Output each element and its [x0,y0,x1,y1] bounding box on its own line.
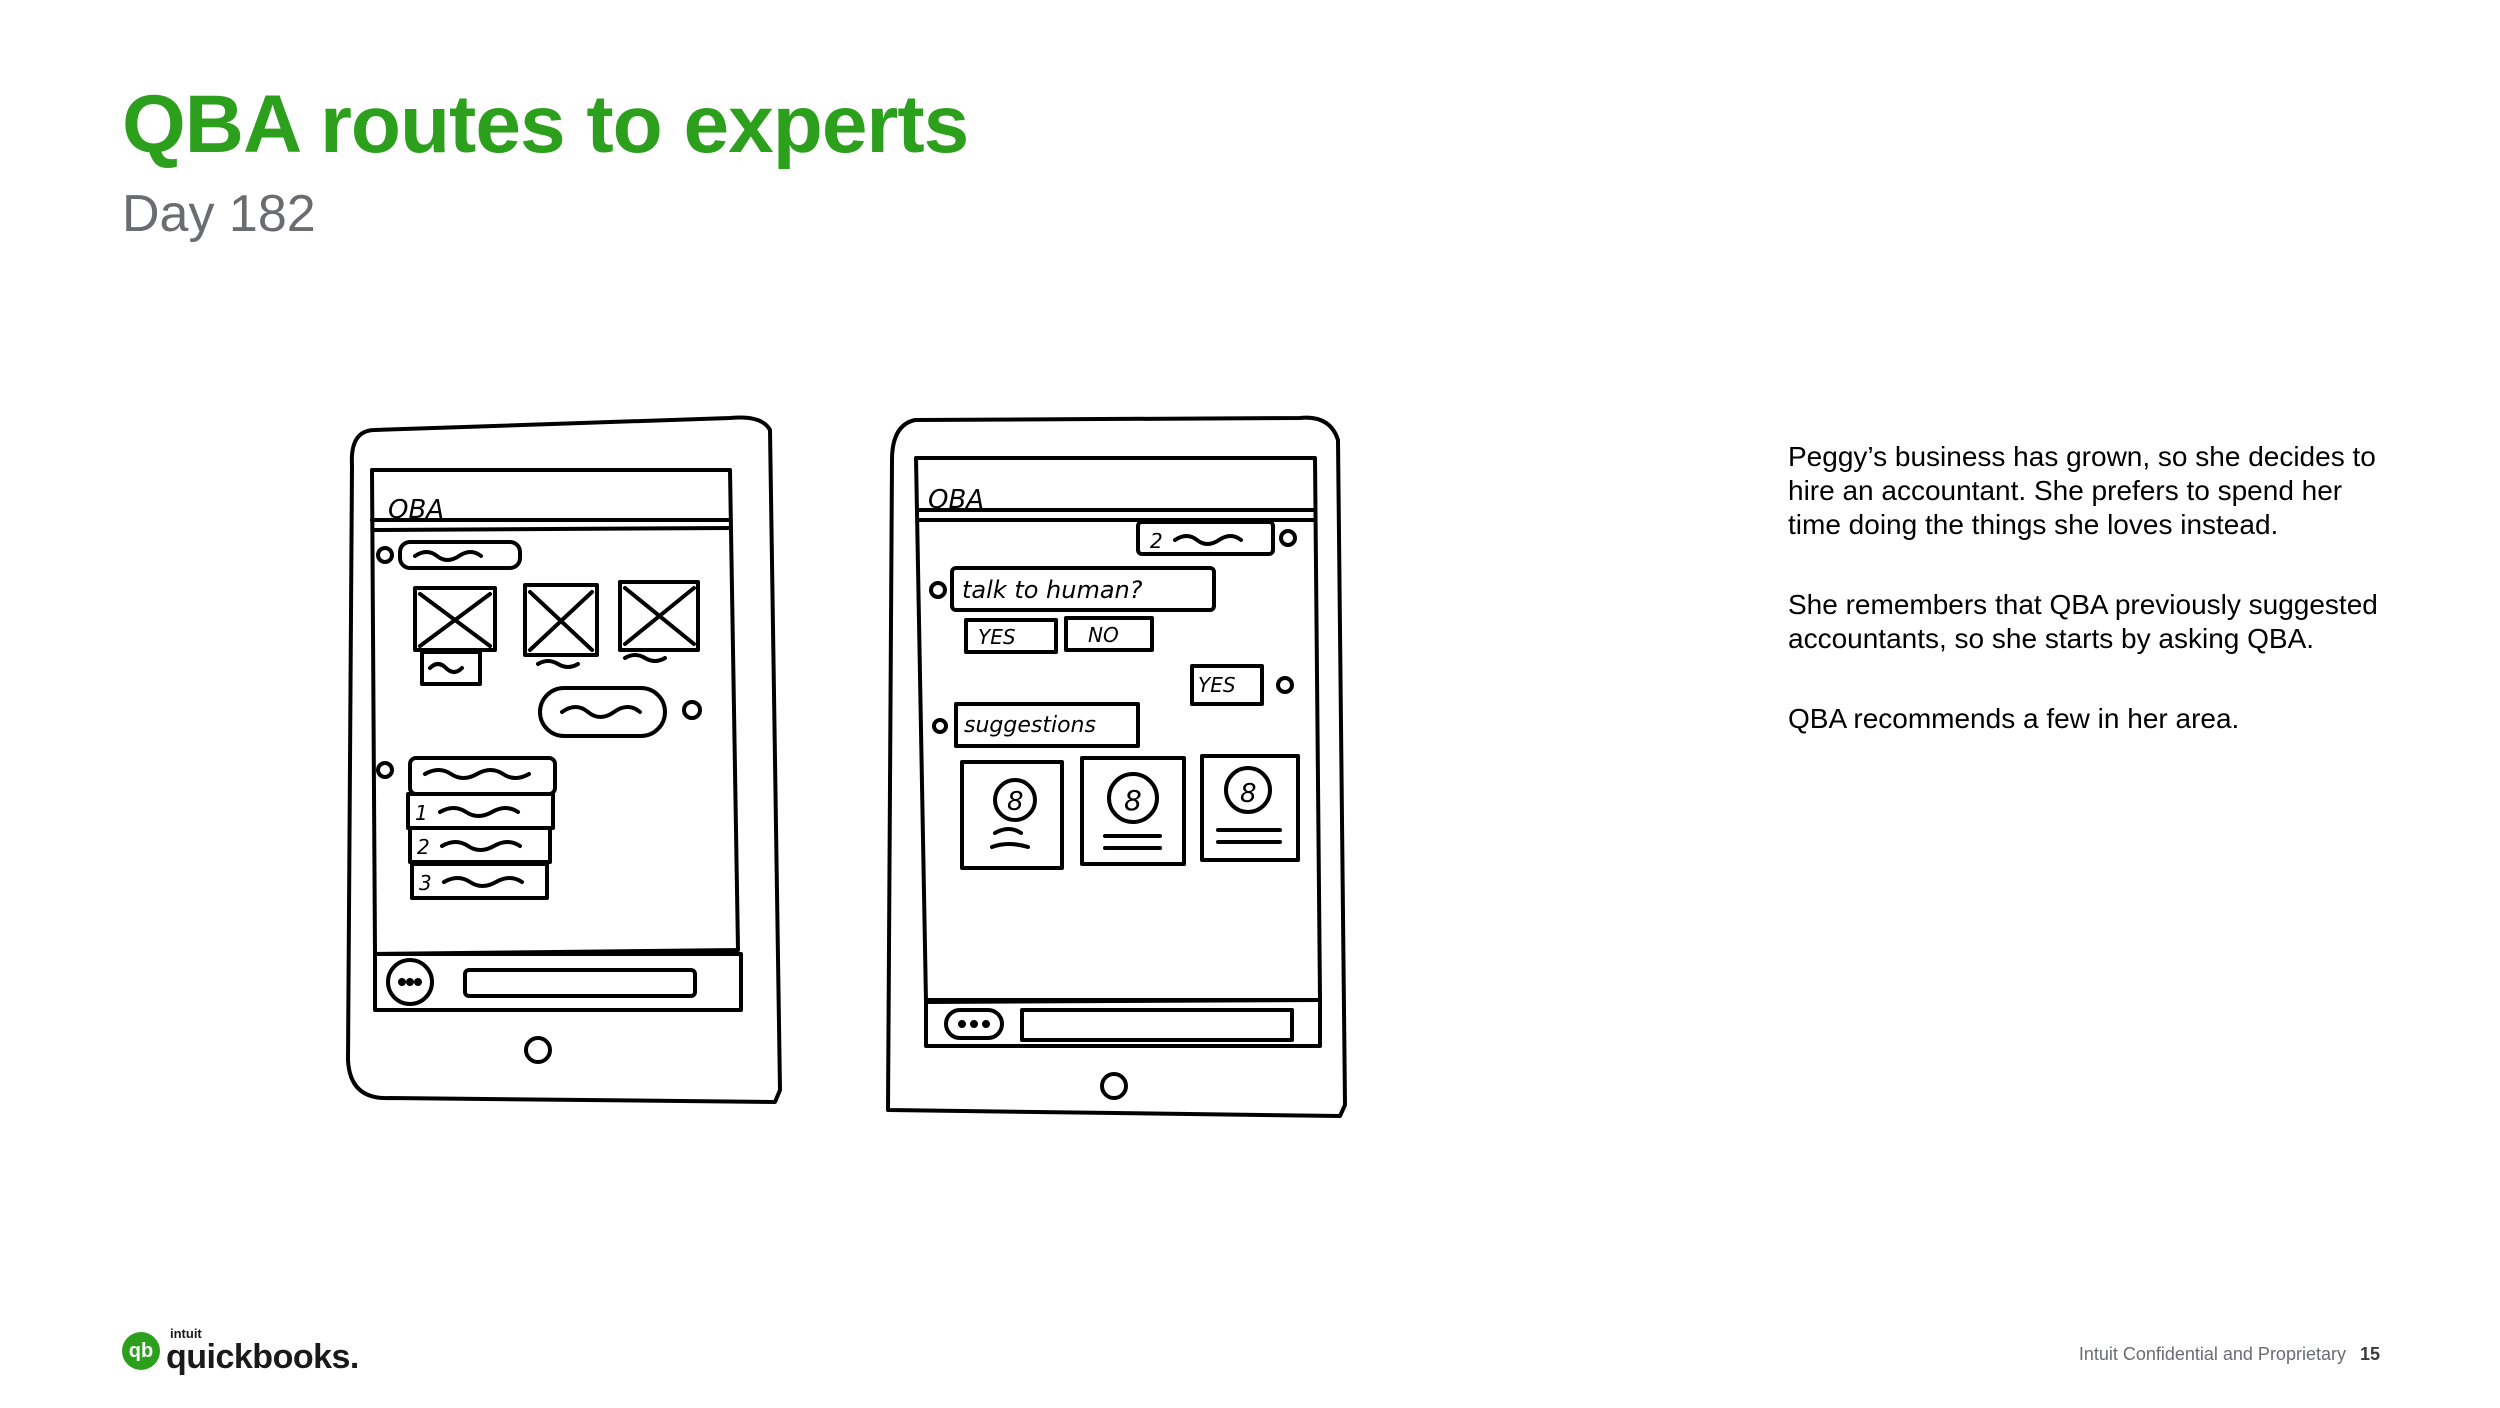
narrative-paragraph-2: She remembers that QBA previously sugges… [1788,589,2378,654]
logo-brand-text: quickbooks. [166,1338,359,1376]
narrative-paragraph-1: Peggy’s business has grown, so she decid… [1788,441,2376,540]
slide-title: QBA routes to experts [122,79,969,170]
left-list-number-2: 2 [417,835,430,859]
phone-sketches: QBA 1 [330,370,1380,1130]
page-number: 15 [2359,1344,2380,1364]
phone-sketch-left: QBA 1 [346,415,782,1104]
right-suggestions-label: suggestions [964,713,1096,738]
qb-badge-icon: qb [122,1332,160,1370]
footer-confidential: Intuit Confidential and Proprietary 15 [2079,1344,2380,1365]
right-user-bubble-number: 2 [1150,529,1163,553]
right-card-3-glyph: 8 [1240,779,1257,809]
confidential-label: Intuit Confidential and Proprietary [2078,1344,2346,1364]
right-user-reply: YES [1198,673,1236,697]
narrative-text: Peggy’s business has grown, so she decid… [1788,440,2378,782]
quickbooks-logo: qb intuit quickbooks. [122,1326,359,1376]
logo-intuit-text: intuit [170,1326,202,1341]
right-option-yes: YES [978,625,1016,649]
right-option-no: NO [1088,623,1119,647]
left-list-number-1: 1 [415,801,428,825]
left-list-number-3: 3 [419,871,432,895]
narrative-paragraph-3: QBA recommends a few in her area. [1788,703,2240,734]
phone-sketch-right: QBA 2 talk to human? YES NO YES suggesti… [886,415,1347,1118]
right-card-1-glyph: 8 [1007,787,1024,817]
right-phone-header: QBA [928,485,984,515]
slide-subtitle: Day 182 [122,185,316,243]
right-card-2-glyph: 8 [1124,784,1142,817]
right-question: talk to human? [962,576,1143,604]
left-phone-header: QBA [388,495,444,525]
